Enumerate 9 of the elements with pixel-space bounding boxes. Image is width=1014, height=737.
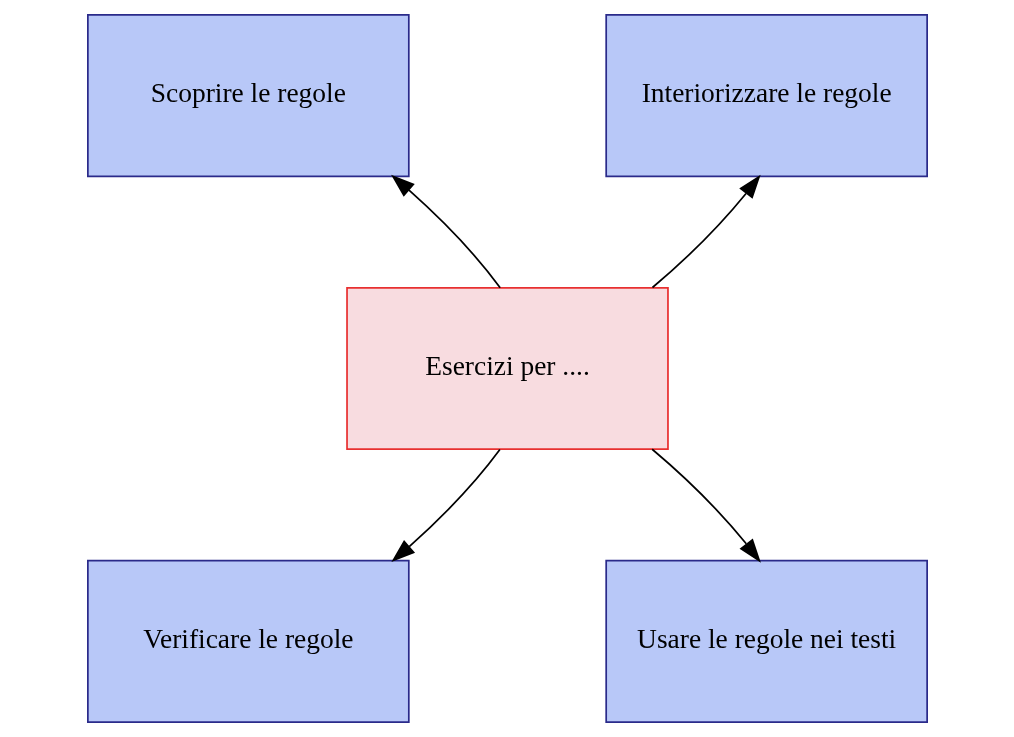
node-box: Verificare le regole <box>86 559 410 723</box>
arrow <box>390 174 501 289</box>
node-box: Esercizi per .... <box>345 286 669 451</box>
node-box: Usare le regole nei testi <box>604 559 928 723</box>
node-box: Interiorizzare le regole <box>604 14 928 178</box>
arrow <box>390 448 501 563</box>
node-box: Scoprire le regole <box>86 14 410 178</box>
arrow <box>650 448 761 563</box>
arrow <box>651 174 761 289</box>
